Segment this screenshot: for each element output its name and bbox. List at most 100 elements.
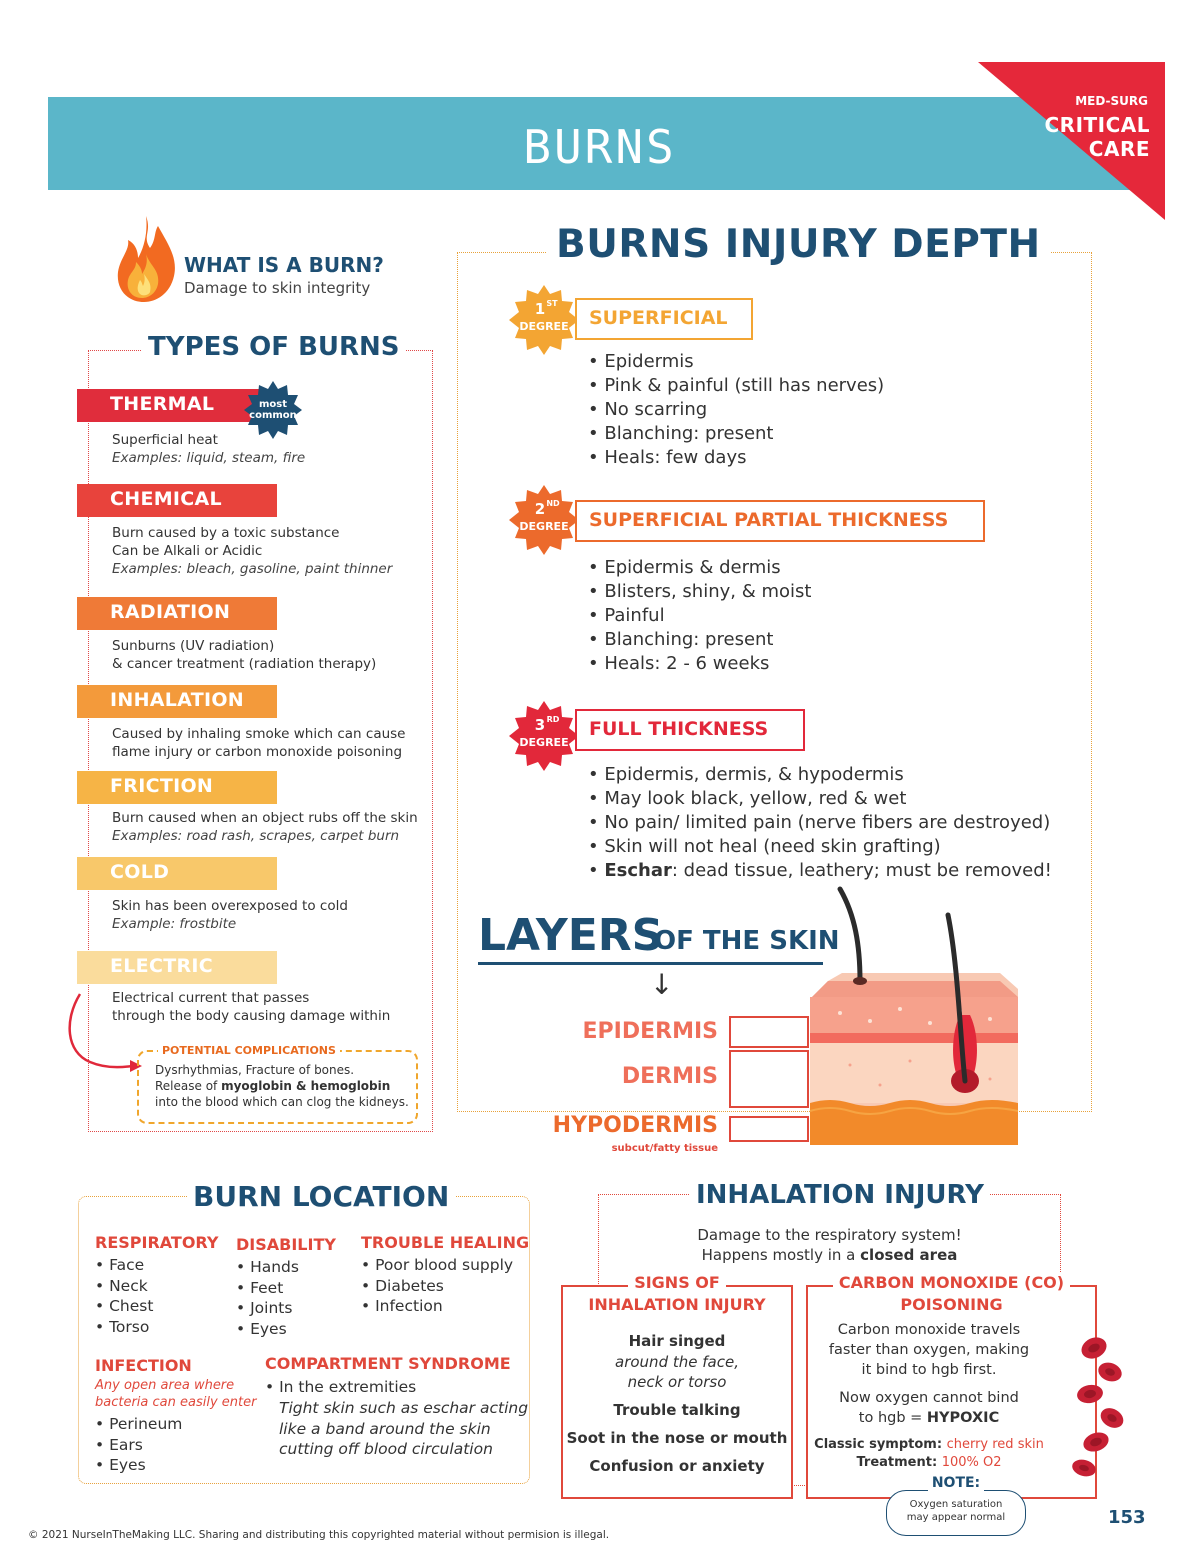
list-item: Feet xyxy=(236,1278,299,1299)
second-degree-word: DEGREE xyxy=(519,520,568,533)
second-degree-badge: 2 ND DEGREE xyxy=(509,485,579,555)
first-degree-sup: ST xyxy=(546,299,558,308)
list-item: Blanching: present xyxy=(588,628,811,652)
co-treatment: Treatment: 100% O2 xyxy=(806,1454,1097,1472)
second-degree-list: Epidermis & dermis Blisters, shiny, & mo… xyxy=(588,556,811,676)
friction-line-1: Burn caused when an object rubs off the … xyxy=(112,810,418,826)
co-p1-line-2: faster than oxygen, making xyxy=(828,1342,1030,1358)
sign-hair-sub-2: neck or torso xyxy=(627,1373,727,1391)
list-item: In the extremities xyxy=(265,1377,416,1398)
compartment-note-1: Tight skin such as eschar acting xyxy=(279,1399,529,1417)
injury-depth-title: BURNS INJURY DEPTH xyxy=(546,222,1051,267)
eschar-term: Eschar xyxy=(604,860,672,881)
list-item: Torso xyxy=(95,1317,153,1338)
first-degree-num: 1 xyxy=(535,300,545,318)
list-item: Chest xyxy=(95,1296,153,1317)
note-box xyxy=(886,1490,1026,1536)
flame-icon xyxy=(117,216,175,302)
list-item: Perineum xyxy=(95,1414,182,1435)
note-title: NOTE: xyxy=(886,1475,1026,1491)
sign-hair-singed: Hair singed xyxy=(561,1331,793,1351)
complications-line-3: into the blood which can clog the kidney… xyxy=(155,1095,409,1109)
first-degree-label: SUPERFICIAL xyxy=(575,298,753,340)
note-text: Oxygen saturation may appear normal xyxy=(886,1498,1026,1524)
list-item: No scarring xyxy=(588,398,884,422)
what-is-burn-title: WHAT IS A BURN? xyxy=(184,253,384,277)
list-item: Heals: few days xyxy=(588,446,884,470)
electric-line-1: Electrical current that passes xyxy=(112,990,310,1006)
radiation-desc: Sunburns (UV radiation) & cancer treatme… xyxy=(112,637,376,673)
sign-hair-text: Hair singed xyxy=(628,1332,726,1350)
most-common-text-1: most xyxy=(259,399,287,410)
cold-desc: Skin has been overexposed to cold Exampl… xyxy=(112,897,348,933)
electric-desc: Electrical current that passes through t… xyxy=(112,989,390,1025)
sign-hair-sub-1: around the face, xyxy=(615,1353,739,1371)
layers-subtitle: OF THE SKIN xyxy=(654,926,840,956)
signs-box xyxy=(561,1285,793,1499)
cold-line-1: Skin has been overexposed to cold xyxy=(112,898,348,914)
thermal-desc: Superficial heat Examples: liquid, steam… xyxy=(112,431,305,467)
disability-head: DISABILITY xyxy=(236,1235,336,1254)
thermal-example: Examples: liquid, steam, fire xyxy=(112,450,306,466)
inhalation-line-2: flame injury or carbon monoxide poisonin… xyxy=(112,744,403,760)
hypodermis-box xyxy=(729,1116,809,1142)
list-item: Eyes xyxy=(236,1319,299,1340)
list-item: Pink & painful (still has nerves) xyxy=(588,374,884,398)
layers-underline xyxy=(478,962,823,965)
inhalation-desc-2b: closed area xyxy=(860,1246,958,1264)
note-line-2: may appear normal xyxy=(906,1512,1006,1523)
co-paragraph-2: Now oxygen cannot bind to hgb = HYPOXIC xyxy=(806,1388,1097,1428)
sign-confusion-text: Confusion or anxiety xyxy=(589,1457,765,1475)
second-degree-label: SUPERFICIAL PARTIAL THICKNESS xyxy=(575,500,985,542)
chemical-example: Examples: bleach, gasoline, paint thinne… xyxy=(112,561,393,577)
burn-type-friction: FRICTION xyxy=(77,771,277,804)
radiation-line-1: Sunburns (UV radiation) xyxy=(112,638,275,654)
respiratory-list: Face Neck Chest Torso xyxy=(95,1255,153,1337)
complications-line-1: Dysrhythmias, Fracture of bones. xyxy=(155,1063,355,1077)
list-item: Ears xyxy=(95,1435,182,1456)
infection-note-1: Any open area where xyxy=(95,1378,235,1393)
down-arrow-icon: ↓ xyxy=(650,968,674,1001)
sign-confusion: Confusion or anxiety xyxy=(561,1456,793,1476)
infection-list: Perineum Ears Eyes xyxy=(95,1414,182,1476)
burn-type-electric: ELECTRIC xyxy=(77,951,277,984)
list-item: Epidermis, dermis, & hypodermis xyxy=(588,763,1052,787)
red-blood-cells-icon xyxy=(1072,1337,1124,1477)
third-degree-list: Epidermis, dermis, & hypodermis May look… xyxy=(588,763,1052,883)
cold-example: Example: frostbite xyxy=(112,916,237,932)
infection-note-2: bacteria can easily enter xyxy=(95,1395,257,1410)
third-degree-num: 3 xyxy=(535,716,545,734)
inhalation-injury-title: INHALATION INJURY xyxy=(690,1180,990,1210)
trouble-healing-list: Poor blood supply Diabetes Infection xyxy=(361,1255,513,1317)
co-p1-line-3: it bind to hgb first. xyxy=(861,1362,997,1378)
list-item: May look black, yellow, red & wet xyxy=(588,787,1052,811)
dermis-label: DERMIS xyxy=(621,1064,718,1089)
compartment-list: In the extremities xyxy=(265,1377,416,1398)
chemical-line-1: Burn caused by a toxic substance xyxy=(112,525,340,541)
co-treatment-value: 100% O2 xyxy=(941,1455,1002,1470)
page-title: BURNS xyxy=(523,120,677,174)
co-hypoxic: HYPOXIC xyxy=(926,1410,1000,1426)
first-degree-list: Epidermis Pink & painful (still has nerv… xyxy=(588,350,884,470)
third-degree-word: DEGREE xyxy=(519,736,568,749)
burn-type-chemical: CHEMICAL xyxy=(77,484,277,517)
infection-head: INFECTION xyxy=(95,1356,192,1375)
sign-trouble-text: Trouble talking xyxy=(613,1401,741,1419)
compartment-head: COMPARTMENT SYNDROME xyxy=(265,1354,511,1373)
third-degree-label: FULL THICKNESS xyxy=(575,709,805,751)
sign-soot: Soot in the nose or mouth xyxy=(561,1428,793,1448)
corner-ribbon xyxy=(978,62,1165,220)
signs-title: SIGNS OF INHALATION INJURY xyxy=(561,1272,793,1316)
third-degree-badge: 3 RD DEGREE xyxy=(509,701,579,771)
what-is-burn-desc: Damage to skin integrity xyxy=(184,279,371,297)
list-item: No pain/ limited pain (nerve fibers are … xyxy=(588,811,1052,835)
eschar-def: : dead tissue, leathery; must be removed… xyxy=(671,860,1052,881)
note-title-text: NOTE: xyxy=(927,1475,985,1491)
list-item: Eschar: dead tissue, leathery; must be r… xyxy=(588,859,1052,883)
co-p2-line-1: Now oxygen cannot bind xyxy=(839,1390,1019,1406)
co-symptom-label: Classic symptom: xyxy=(814,1437,947,1452)
complications-text: Dysrhythmias, Fracture of bones. Release… xyxy=(155,1062,409,1110)
types-of-burns-title: TYPES OF BURNS xyxy=(142,332,406,362)
complications-line-2a: Release of xyxy=(155,1079,222,1093)
trouble-healing-head: TROUBLE HEALING xyxy=(361,1233,530,1252)
